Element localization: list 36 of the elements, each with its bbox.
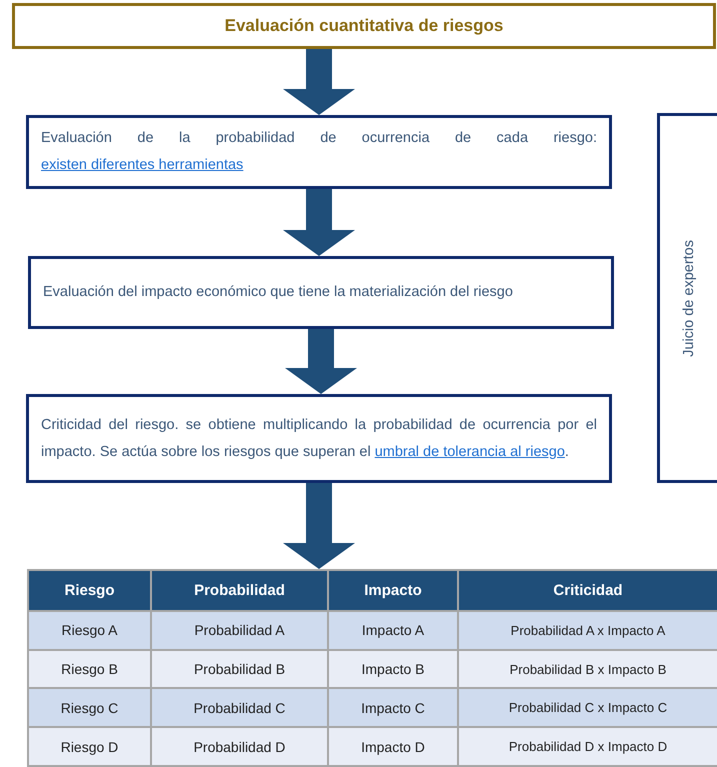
step-text: Evaluación de la probabilidad de ocurrencia de cada riesgo: existen diferentes herramientas [41,129,597,175]
process-box [26,394,612,483]
risk-table [27,569,717,767]
table-cell: Impacto D [328,727,458,766]
side-box [657,113,717,483]
table-cell: Riesgo D [28,727,151,766]
step-text: Evaluación del impacto económico que tiene la materialización del riesgo [43,283,513,302]
title: Evaluación cuantitativa de riesgos [224,16,504,36]
table-cell: Probabilidad A x Impacto A [458,610,717,650]
header-cell: Riesgo [28,570,151,611]
table-cell: Probabilidad C [151,688,328,728]
header-cell: Impacto [328,570,458,611]
table-cell: Probabilidad A [151,610,328,650]
block-arrow [285,329,357,394]
process-box [26,115,612,189]
step-text: Criticidad del riesgo. se obtiene multiplicando la probabilidad de ocurrencia por el impacto. Se actúa sobre los riesgos que superan el umbral de tolerancia al riesgo. [41,416,597,462]
table-cell: Probabilidad C x Impacto C [458,688,717,728]
table-cell: Riesgo C [28,688,151,728]
header-cell: Criticidad [458,570,717,611]
table-cell: Impacto C [328,688,458,728]
side-label: Juicio de expertos [680,240,696,356]
block-arrow [283,49,355,115]
block-arrow [283,189,355,256]
table-cell: Probabilidad B [151,650,328,688]
link: existen diferentes herramientas [41,157,244,173]
table-cell: Probabilidad B x Impacto B [458,650,717,688]
table-cell: Probabilidad D [151,727,328,766]
table-cell: Riesgo B [28,650,151,688]
table-cell: Impacto A [328,610,458,650]
process-box [28,256,614,329]
header-cell: Probabilidad [151,570,328,611]
table-cell: Probabilidad D x Impacto D [458,727,717,766]
table-cell: Riesgo A [28,610,151,650]
link: umbral de tolerancia al riesgo [374,444,565,460]
table-cell: Impacto B [328,650,458,688]
block-arrow [283,483,355,569]
